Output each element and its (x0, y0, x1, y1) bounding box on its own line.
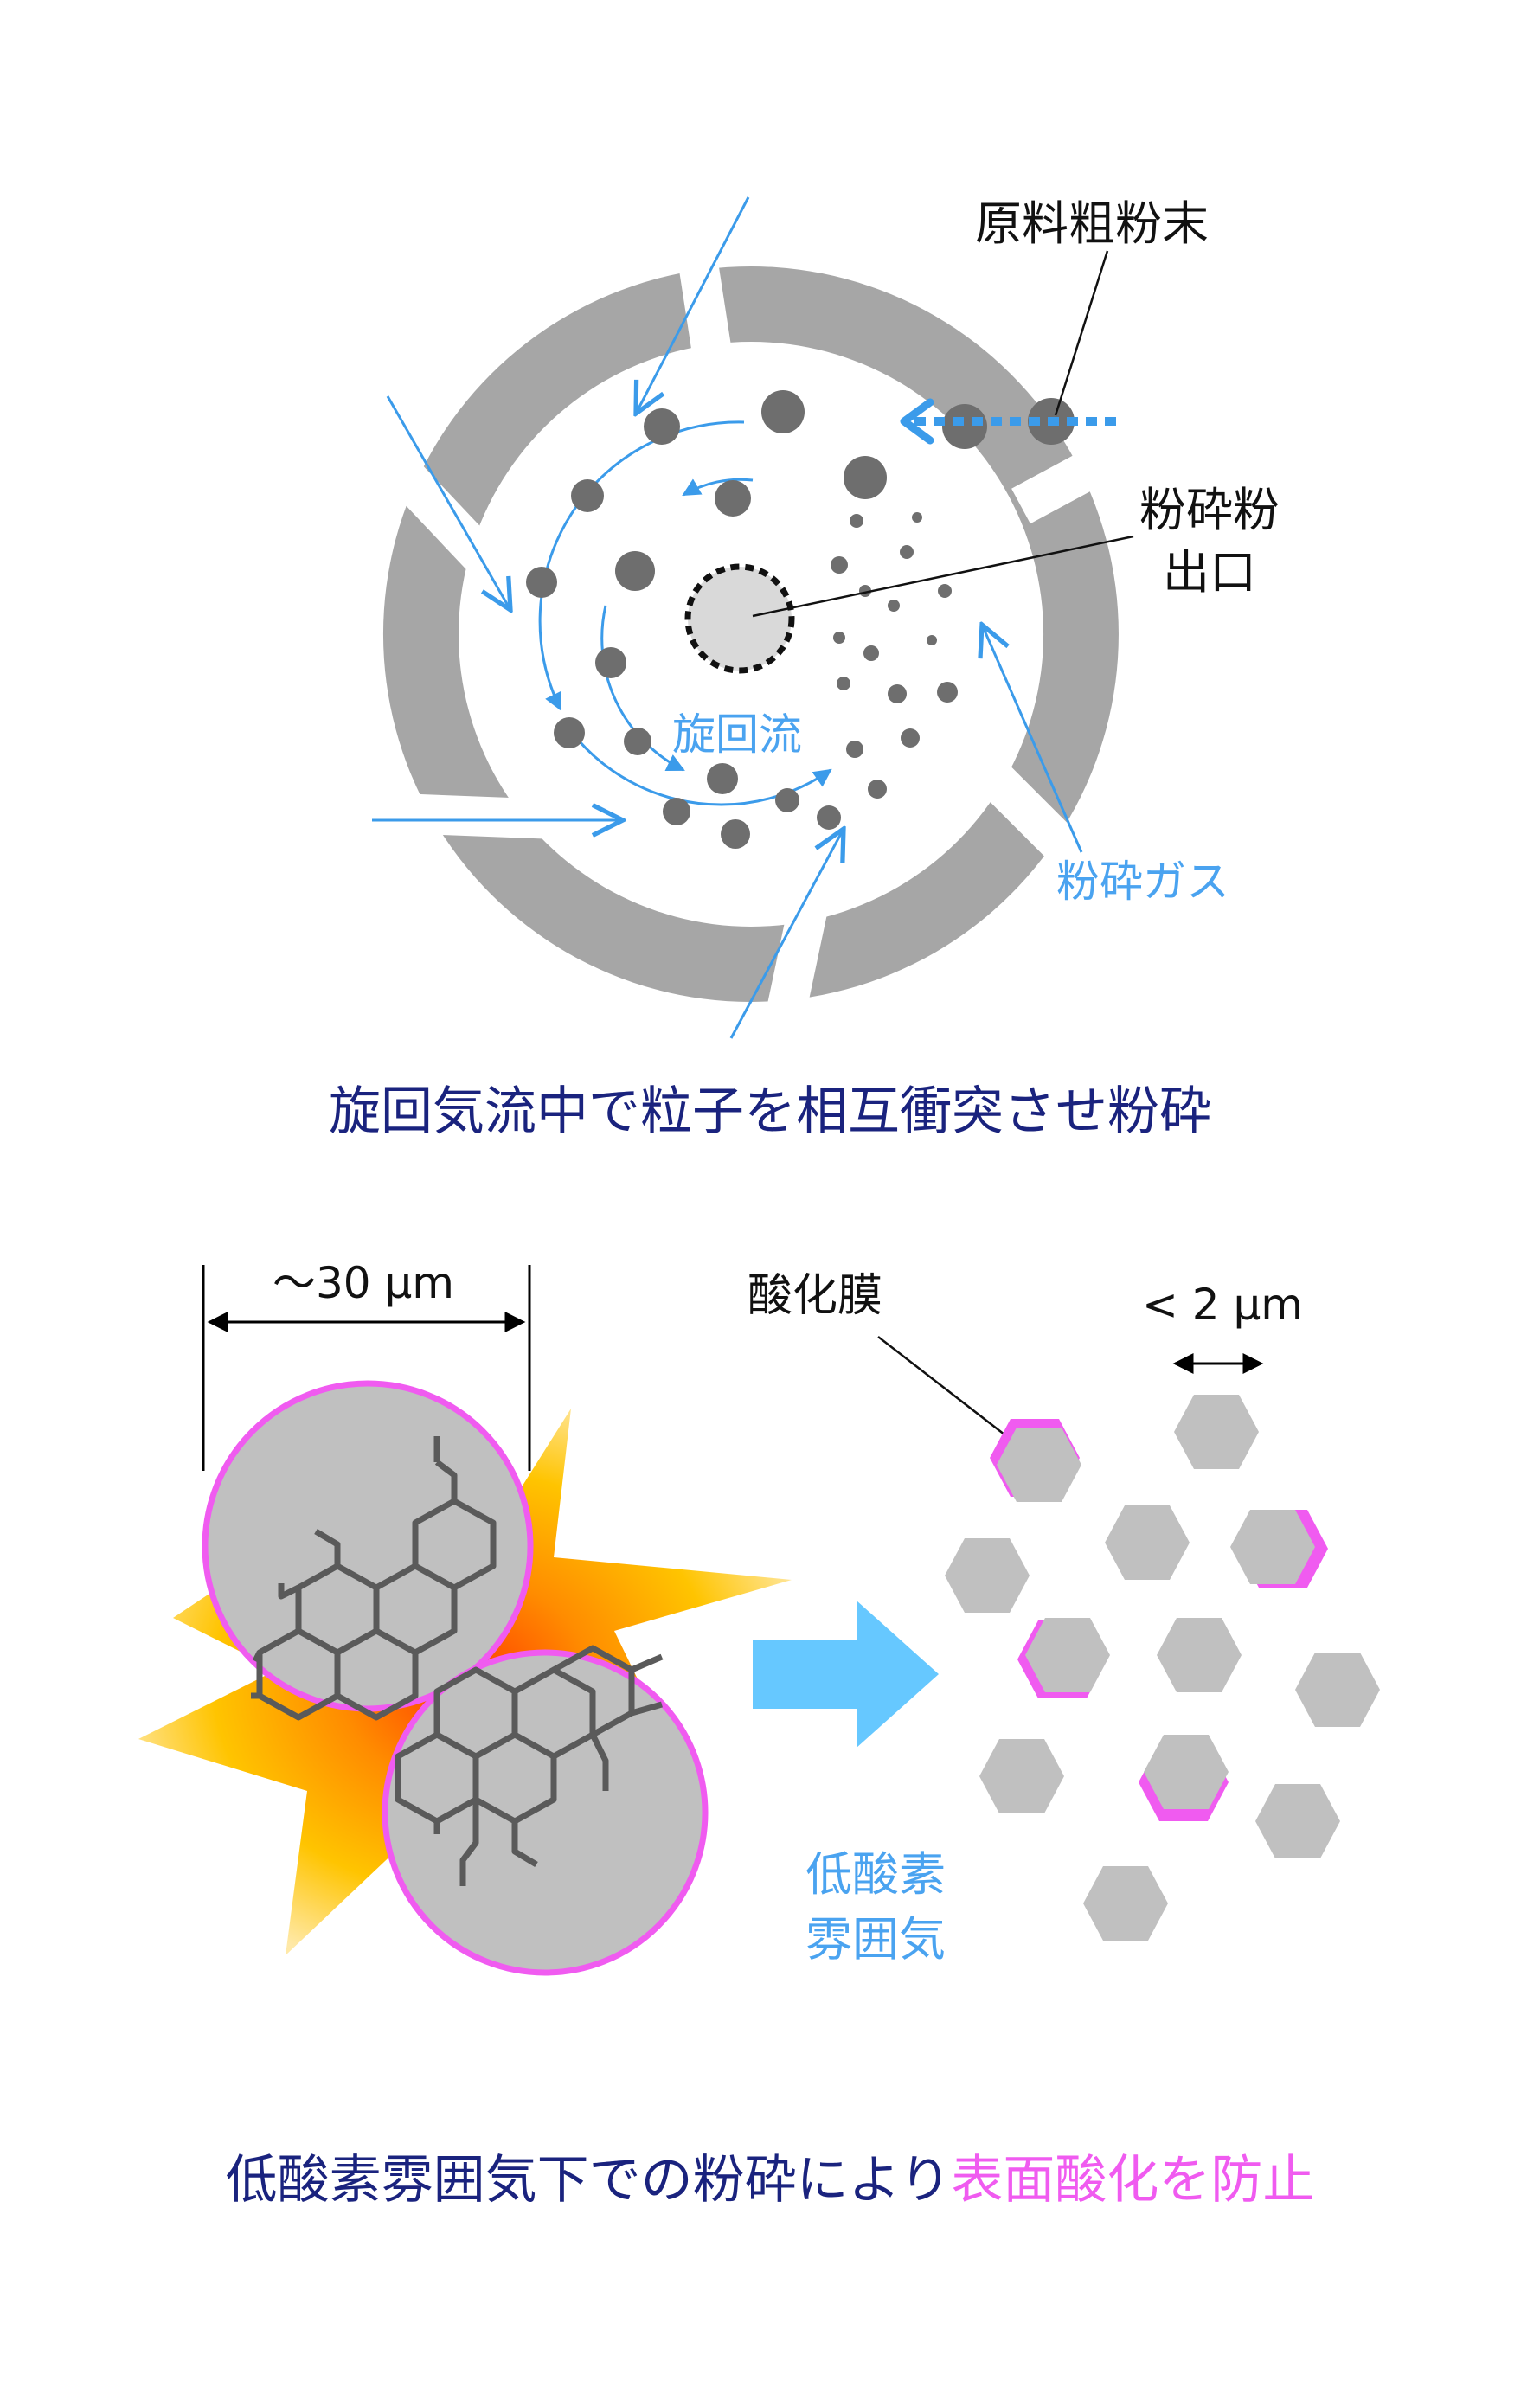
raw-powder-label: 原料粗粉末 (975, 196, 1209, 251)
outlet-label-line1: 粉砕粉 (1139, 483, 1280, 537)
bottom-caption-part1: 低酸素雰囲気下での粉砕により (226, 2150, 952, 2211)
nozzle-gaps (366, 209, 1167, 1051)
feed-arrow (900, 398, 1116, 445)
outlet-leader (752, 535, 1134, 618)
process-arrow (753, 1601, 939, 1748)
top-caption: 旋回気流中で粒子を相互衝突させ粉砕 (329, 1081, 1211, 1142)
bottom-caption: 低酸素雰囲気下での粉砕により表面酸化を防止 (226, 2150, 1315, 2211)
gas-inlet-arrows (372, 196, 1083, 1039)
dimension-30um (202, 1265, 531, 1471)
coarse-particles (526, 390, 1075, 849)
large-particle-1 (202, 1380, 534, 1721)
bottom-caption-part2: 表面酸化を防止 (951, 2150, 1314, 2211)
fine-hex-particles (945, 1395, 1380, 1941)
atmosphere-label-line2: 雰囲気 (805, 1912, 946, 1967)
swirl-flow-arrows (538, 420, 832, 806)
fine-particles (831, 512, 958, 799)
atmosphere-label-line1: 低酸素 (805, 1847, 946, 1902)
size-large-label: ～30 μm (273, 1258, 454, 1308)
oxide-film-leader (877, 1336, 1013, 1441)
raw-powder-leader (1054, 250, 1109, 416)
jet-mill-diagram: 原料粗粉末 粉砕粉 出口 旋回流 粉砕ガス 旋回気流中で粒子を相互衝突させ粉砕 (329, 196, 1280, 1142)
outlet-label-line2: 出口 (1163, 545, 1256, 600)
outlet-circle (684, 563, 795, 674)
large-particle-2 (382, 1645, 709, 1976)
gas-label: 粉砕ガス (1056, 857, 1229, 907)
collision-diagram: ～30 μm (138, 1258, 1380, 2211)
oxide-film-label: 酸化膜 (748, 1270, 882, 1322)
size-small-label: < 2 μm (1142, 1280, 1303, 1330)
swirl-label: 旋回流 (672, 709, 802, 760)
